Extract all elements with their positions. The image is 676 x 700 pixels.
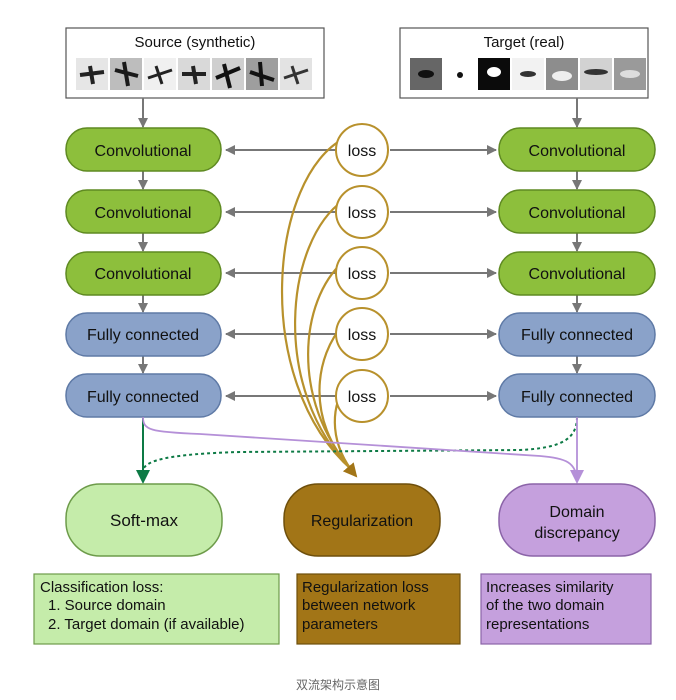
- target-layer-fc-1: Fully connected: [498, 312, 656, 357]
- regularization-loss-note: Regularization loss between network para…: [296, 573, 461, 645]
- shared-weight-arrows: [225, 145, 497, 401]
- target-layer-conv-3: Convolutional: [498, 251, 656, 296]
- source-sample-images: [76, 58, 312, 90]
- loss-node: loss: [335, 369, 389, 423]
- svg-text:Fully connected: Fully connected: [521, 389, 633, 406]
- svg-text:Convolutional: Convolutional: [95, 266, 192, 283]
- target-title: Target (real): [484, 34, 565, 51]
- source-layer-conv-1: Convolutional: [65, 127, 222, 172]
- svg-text:Regularization loss: Regularization loss: [302, 579, 429, 596]
- svg-text:2. Target domain (if available: 2. Target domain (if available): [48, 616, 245, 633]
- svg-text:representations: representations: [486, 616, 589, 633]
- svg-text:Classification loss:: Classification loss:: [40, 579, 163, 596]
- svg-text:Fully connected: Fully connected: [87, 327, 199, 344]
- source-stream: Convolutional Convolutional Convolutiona…: [65, 127, 222, 418]
- svg-text:Convolutional: Convolutional: [95, 143, 192, 160]
- figure-caption: 双流架构示意图: [295, 678, 380, 692]
- svg-text:parameters: parameters: [302, 616, 378, 633]
- source-layer-fc-2: Fully connected: [65, 373, 222, 418]
- target-sample-images: [410, 58, 646, 90]
- svg-text:loss: loss: [348, 327, 376, 344]
- svg-text:loss: loss: [348, 389, 376, 406]
- svg-text:Convolutional: Convolutional: [529, 266, 626, 283]
- regularization-curves: [280, 137, 358, 478]
- source-layer-conv-3: Convolutional: [65, 251, 222, 296]
- target-stream: Convolutional Convolutional Convolutiona…: [498, 127, 656, 418]
- loss-node: loss: [335, 123, 389, 177]
- loss-node: loss: [335, 185, 389, 239]
- svg-text:Soft-max: Soft-max: [110, 511, 179, 530]
- domain-discrepancy-node: Domain discrepancy: [498, 483, 656, 557]
- svg-text:Convolutional: Convolutional: [529, 205, 626, 222]
- target-layer-conv-2: Convolutional: [498, 189, 656, 234]
- svg-text:Fully connected: Fully connected: [87, 389, 199, 406]
- svg-text:between network: between network: [302, 597, 416, 614]
- source-input-panel: Source (synthetic): [65, 27, 325, 99]
- target-input-panel: Target (real): [399, 27, 649, 99]
- classification-loss-note: Classification loss: 1. Source domain 2.…: [33, 573, 280, 645]
- target-layer-conv-1: Convolutional: [498, 127, 656, 172]
- svg-text:Increases similarity: Increases similarity: [486, 579, 614, 596]
- loss-node: loss: [335, 246, 389, 300]
- svg-text:loss: loss: [348, 143, 376, 160]
- source-layer-conv-2: Convolutional: [65, 189, 222, 234]
- source-layer-fc-1: Fully connected: [65, 312, 222, 357]
- svg-text:loss: loss: [348, 205, 376, 222]
- domain-similarity-note: Increases similarity of the two domain r…: [480, 573, 652, 645]
- svg-text:discrepancy: discrepancy: [534, 525, 619, 542]
- svg-text:Fully connected: Fully connected: [521, 327, 633, 344]
- loss-nodes: loss loss loss loss loss: [335, 123, 389, 423]
- svg-text:Regularization: Regularization: [311, 513, 413, 530]
- target-layer-fc-2: Fully connected: [498, 373, 656, 418]
- svg-text:loss: loss: [348, 266, 376, 283]
- svg-text:Convolutional: Convolutional: [529, 143, 626, 160]
- regularization-node: Regularization: [283, 483, 441, 557]
- loss-node: loss: [335, 307, 389, 361]
- svg-text:Domain: Domain: [549, 504, 604, 521]
- svg-text:Convolutional: Convolutional: [95, 205, 192, 222]
- output-connectors: [136, 416, 584, 484]
- svg-text:of the two domain: of the two domain: [486, 597, 604, 614]
- svg-text:1. Source domain: 1. Source domain: [48, 597, 166, 614]
- source-title: Source (synthetic): [135, 34, 256, 51]
- softmax-node: Soft-max: [65, 483, 223, 557]
